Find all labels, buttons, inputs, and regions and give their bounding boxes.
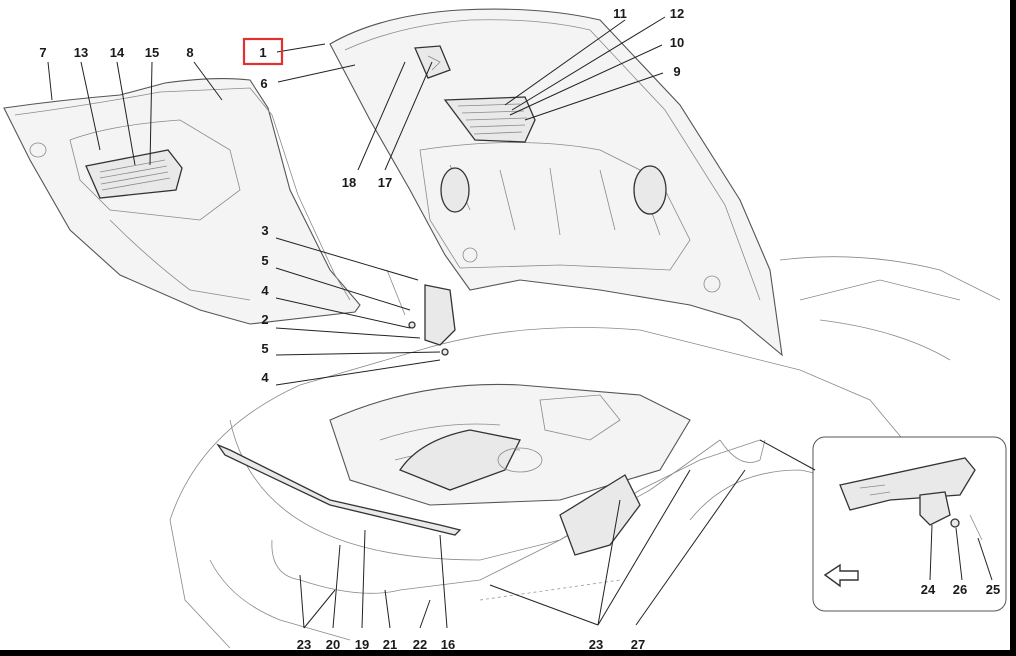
callout-23-right[interactable]: 23 xyxy=(589,637,603,650)
callout-4-upper[interactable]: 4 xyxy=(261,283,269,298)
callout-4-lower[interactable]: 4 xyxy=(261,370,269,385)
hood-air-vent-grille xyxy=(443,96,536,143)
callout-14[interactable]: 14 xyxy=(110,45,125,60)
callout-5-lower[interactable]: 5 xyxy=(261,341,268,356)
selected-part-highlight xyxy=(242,37,284,66)
hood-seal-strip xyxy=(216,443,462,536)
callout-10[interactable]: 10 xyxy=(670,35,684,50)
callout-24[interactable]: 24 xyxy=(921,582,936,597)
callout-27[interactable]: 27 xyxy=(631,637,645,650)
callout-19[interactable]: 19 xyxy=(355,637,369,650)
hood-latch-assembly xyxy=(414,45,451,79)
callout-5-upper[interactable]: 5 xyxy=(261,253,268,268)
inset-detail-box xyxy=(812,436,1007,612)
callout-22[interactable]: 22 xyxy=(413,637,427,650)
callout-15[interactable]: 15 xyxy=(145,45,159,60)
callout-labels: 1 6 7 13 14 15 8 11 12 10 9 18 17 3 5 4 … xyxy=(39,6,1000,650)
callout-21[interactable]: 21 xyxy=(383,637,397,650)
callout-11[interactable]: 11 xyxy=(613,6,627,21)
engine-bay xyxy=(329,383,691,506)
callout-9[interactable]: 9 xyxy=(673,64,680,79)
headlight-right xyxy=(559,474,641,556)
air-intake-grille-left xyxy=(85,149,183,199)
engine-hood xyxy=(329,8,783,357)
direction-arrow-icon xyxy=(823,563,859,588)
callout-18[interactable]: 18 xyxy=(342,175,356,190)
callout-3[interactable]: 3 xyxy=(261,223,268,238)
callout-12[interactable]: 12 xyxy=(670,6,684,21)
callout-2[interactable]: 2 xyxy=(261,312,268,327)
callout-6[interactable]: 6 xyxy=(260,76,267,91)
callout-13[interactable]: 13 xyxy=(74,45,88,60)
callout-7[interactable]: 7 xyxy=(39,45,46,60)
hood-insulation-panel xyxy=(3,78,361,325)
leader-lines xyxy=(47,16,993,629)
callout-8[interactable]: 8 xyxy=(186,45,193,60)
callout-17[interactable]: 17 xyxy=(378,175,392,190)
callout-25[interactable]: 25 xyxy=(986,582,1000,597)
callout-1[interactable]: 1 xyxy=(259,45,266,60)
callout-23-left[interactable]: 23 xyxy=(297,637,311,650)
callout-26[interactable]: 26 xyxy=(953,582,967,597)
callout-16[interactable]: 16 xyxy=(441,637,455,650)
callout-20[interactable]: 20 xyxy=(326,637,340,650)
hood-hinge-assembly xyxy=(386,269,456,356)
